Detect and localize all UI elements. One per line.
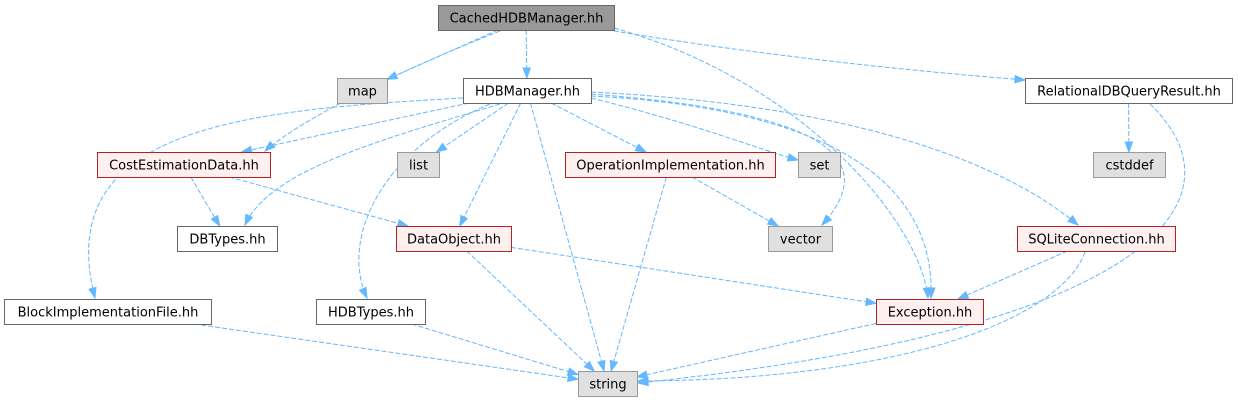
edge-hdbmanager-to-set bbox=[590, 97, 800, 162]
node-blockimpl[interactable]: BlockImplementationFile.hh bbox=[4, 299, 212, 325]
edge-cached-to-map bbox=[385, 29, 499, 80]
node-label: CostEstimationData.hh bbox=[109, 159, 259, 174]
node-label: CachedHDBManager.hh bbox=[450, 12, 604, 27]
edge-hdbmanager-to-list bbox=[435, 102, 509, 153]
edge-hdbmanager-to-exception bbox=[590, 95, 936, 300]
edge-sqlite-to-exception bbox=[956, 250, 1068, 300]
edge-blockimpl-to-string bbox=[194, 323, 580, 383]
node-label: vector bbox=[780, 233, 822, 248]
node-box bbox=[768, 226, 833, 252]
edge-hdbtypes-to-string bbox=[411, 323, 580, 376]
edge-hdbmanager-to-sqlite bbox=[590, 91, 1080, 226]
node-cached[interactable]: CachedHDBManager.hh bbox=[438, 5, 615, 31]
edge-hdbmanager-to-opimpl bbox=[550, 102, 648, 153]
node-string[interactable]: string bbox=[578, 371, 638, 397]
node-label: OperationImplementation.hh bbox=[576, 159, 765, 174]
edge-costest-to-dbtypes bbox=[190, 176, 221, 228]
edge-costest-to-dataobject bbox=[228, 176, 410, 228]
edge-relational-to-cstddef bbox=[1124, 102, 1134, 154]
node-label: BlockImplementationFile.hh bbox=[18, 306, 199, 321]
node-opimpl[interactable]: OperationImplementation.hh bbox=[565, 152, 776, 178]
node-relational[interactable]: RelationalDBQueryResult.hh bbox=[1025, 78, 1233, 104]
node-set[interactable]: set bbox=[798, 152, 841, 178]
edge-dataobject-to-exception bbox=[510, 246, 878, 306]
node-box bbox=[316, 299, 426, 325]
edge-hdbmanager-to-string bbox=[529, 102, 606, 373]
node-label: RelationalDBQueryResult.hh bbox=[1037, 85, 1221, 100]
edge-opimpl-to-vector bbox=[691, 176, 780, 227]
node-label: Exception.hh bbox=[888, 306, 973, 321]
edge-opimpl-to-string bbox=[609, 176, 667, 373]
node-label: string bbox=[589, 378, 626, 393]
node-box bbox=[463, 78, 592, 104]
node-label: list bbox=[409, 159, 428, 174]
edge-hdbmanager-to-hdbtypes bbox=[358, 103, 491, 300]
node-dbtypes[interactable]: DBTypes.hh bbox=[177, 226, 278, 252]
node-box bbox=[578, 371, 638, 397]
node-box bbox=[97, 152, 271, 178]
node-label: HDBManager.hh bbox=[475, 85, 580, 100]
node-box bbox=[1017, 226, 1176, 252]
node-hdbmanager[interactable]: HDBManager.hh bbox=[463, 78, 592, 104]
edge-hdbmanager-to-blockimpl bbox=[88, 97, 464, 300]
node-box bbox=[438, 5, 615, 31]
node-box bbox=[4, 299, 212, 325]
node-box bbox=[396, 226, 512, 252]
edge-cached-to-hdbmanager bbox=[522, 29, 531, 80]
dependency-edges bbox=[88, 27, 1186, 387]
edge-dataobject-to-string bbox=[466, 250, 596, 373]
node-list[interactable]: list bbox=[397, 152, 440, 178]
edge-hdbmanager-to-dataobject bbox=[459, 102, 522, 228]
node-box bbox=[798, 152, 841, 178]
edge-exception-to-string bbox=[635, 322, 877, 379]
node-box bbox=[565, 152, 776, 178]
node-box bbox=[337, 78, 388, 104]
edge-sqlite-to-string bbox=[636, 251, 1086, 386]
node-box bbox=[177, 226, 278, 252]
node-box bbox=[397, 152, 440, 178]
node-costest[interactable]: CostEstimationData.hh bbox=[97, 152, 271, 178]
node-label: set bbox=[810, 159, 830, 174]
node-label: DBTypes.hh bbox=[189, 233, 265, 248]
node-hdbtypes[interactable]: HDBTypes.hh bbox=[316, 299, 426, 325]
node-sqlite[interactable]: SQLiteConnection.hh bbox=[1017, 226, 1176, 252]
node-box bbox=[1025, 78, 1233, 104]
node-label: cstddef bbox=[1105, 159, 1154, 174]
node-vector[interactable]: vector bbox=[768, 226, 833, 252]
node-label: SQLiteConnection.hh bbox=[1028, 233, 1165, 248]
node-box bbox=[1093, 152, 1166, 178]
edge-hdbmanager-to-costest bbox=[240, 102, 470, 155]
node-box bbox=[876, 299, 984, 325]
node-label: HDBTypes.hh bbox=[328, 306, 414, 321]
edge-cached-to-relational bbox=[613, 30, 1027, 84]
node-label: DataObject.hh bbox=[407, 233, 501, 248]
dependency-nodes: CachedHDBManager.hh map HDBManager.hh Relat… bbox=[4, 5, 1233, 397]
node-label: map bbox=[348, 85, 377, 100]
node-map[interactable]: map bbox=[337, 78, 388, 104]
node-dataobject[interactable]: DataObject.hh bbox=[396, 226, 512, 252]
node-exception[interactable]: Exception.hh bbox=[876, 299, 984, 325]
node-cstddef[interactable]: cstddef bbox=[1093, 152, 1166, 178]
edge-hdbmanager-to-dbtypes bbox=[244, 103, 501, 227]
